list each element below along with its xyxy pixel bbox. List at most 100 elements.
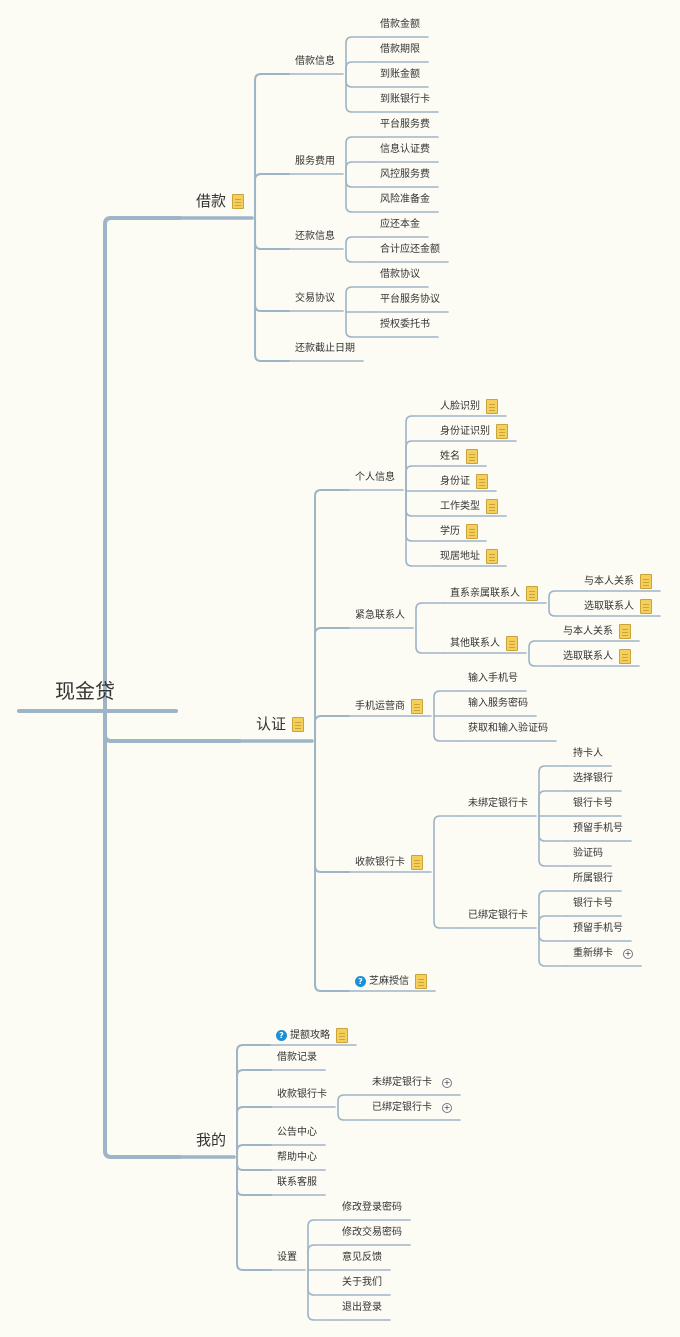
note-icon[interactable] [619,624,631,639]
note-icon[interactable] [476,474,488,489]
subtopic[interactable]: 还款截止日期 [295,344,355,355]
note-icon[interactable] [619,649,631,664]
subtopic[interactable]: 直系亲属联系人 [450,586,538,601]
note-icon[interactable] [526,586,538,601]
subtopic[interactable]: 交易协议 [295,294,335,305]
note-icon[interactable] [292,717,305,732]
help-icon[interactable]: ? [355,976,366,987]
subtopic[interactable]: 还款信息 [295,232,335,243]
subtopic[interactable]: 设置 [277,1253,297,1264]
subtopic[interactable]: 修改交易密码 [342,1228,402,1239]
subtopic[interactable]: 姓名 [440,449,478,464]
subtopic[interactable]: 现居地址 [440,549,498,564]
connector-line [236,1156,272,1271]
note-icon[interactable] [415,974,427,989]
subtopic[interactable]: 收款银行卡 [277,1090,327,1101]
expand-icon[interactable]: + [442,1103,452,1113]
subtopic[interactable]: 到账银行卡 [380,95,430,106]
note-icon[interactable] [336,1028,348,1043]
subtopic[interactable]: 所属银行 [573,874,613,885]
subtopic[interactable]: 获取和输入验证码 [468,724,548,735]
subtopic[interactable]: 借款记录 [277,1053,317,1064]
subtopic[interactable]: 身份证识别 [440,424,508,439]
subtopic[interactable]: 授权委托书 [380,320,430,331]
subtopic[interactable]: 借款协议 [380,270,420,281]
connector-line [538,927,568,967]
subtopic[interactable]: 服务费用 [295,157,335,168]
subtopic[interactable]: 已绑定银行卡+ [372,1103,452,1114]
subtopic[interactable]: 平台服务费 [380,120,430,131]
subtopic[interactable]: 帮助中心 [277,1153,317,1164]
subtopic[interactable]: 关于我们 [342,1278,382,1289]
main-topic[interactable]: 我的 [196,1133,226,1148]
note-icon[interactable] [640,599,652,614]
topic-label: 选取联系人 [584,600,634,612]
subtopic[interactable]: 选取联系人 [563,649,631,664]
subtopic[interactable]: 输入服务密码 [468,699,528,710]
subtopic[interactable]: 公告中心 [277,1128,317,1139]
subtopic[interactable]: 预留手机号 [573,924,623,935]
subtopic[interactable]: 借款金额 [380,20,420,31]
subtopic[interactable]: 银行卡号 [573,799,613,810]
help-icon[interactable]: ? [276,1030,287,1041]
subtopic[interactable]: 借款期限 [380,45,420,56]
note-icon[interactable] [466,449,478,464]
note-icon[interactable] [496,424,508,439]
subtopic[interactable]: 学历 [440,524,478,539]
subtopic[interactable]: 已绑定银行卡 [468,911,528,922]
connector-line [345,310,375,338]
note-icon[interactable] [232,194,245,209]
subtopic[interactable]: 与本人关系 [563,624,631,639]
topic-label: 信息认证费 [380,144,430,155]
subtopic[interactable]: 合计应还金额 [380,245,440,256]
subtopic[interactable]: 输入手机号 [468,674,518,685]
subtopic[interactable]: 紧急联系人 [355,611,405,622]
note-icon[interactable] [411,855,423,870]
root-topic[interactable]: 现金贷 [55,679,115,701]
subtopic[interactable]: 选择银行 [573,774,613,785]
expand-icon[interactable]: + [442,1078,452,1088]
subtopic[interactable]: 借款信息 [295,57,335,68]
note-icon[interactable] [486,499,498,514]
subtopic[interactable]: 信息认证费 [380,145,430,156]
subtopic[interactable]: 收款银行卡 [355,855,423,870]
subtopic[interactable]: 其他联系人 [450,636,518,651]
subtopic[interactable]: 选取联系人 [584,599,652,614]
subtopic[interactable]: 手机运营商 [355,699,423,714]
note-icon[interactable] [411,699,423,714]
note-icon[interactable] [486,549,498,564]
note-icon[interactable] [486,399,498,414]
subtopic[interactable]: 验证码 [573,849,603,860]
main-topic[interactable]: 借款 [196,194,245,209]
expand-icon[interactable]: + [623,949,633,959]
subtopic[interactable]: 到账金额 [380,70,420,81]
connector-line [103,216,182,713]
subtopic[interactable]: 与本人关系 [584,574,652,589]
subtopic[interactable]: 重新绑卡+ [573,949,633,960]
subtopic[interactable]: 风控服务费 [380,170,430,181]
subtopic[interactable]: 风险准备金 [380,195,430,206]
subtopic[interactable]: 工作类型 [440,499,498,514]
subtopic[interactable]: 未绑定银行卡+ [372,1078,452,1089]
topic-label: 退出登录 [342,1302,382,1313]
main-topic[interactable]: 认证 [256,717,305,732]
subtopic[interactable]: 联系客服 [277,1178,317,1189]
subtopic[interactable]: 身份证 [440,474,488,489]
subtopic[interactable]: 修改登录密码 [342,1203,402,1214]
subtopic[interactable]: 平台服务协议 [380,295,440,306]
subtopic[interactable]: ?芝麻授信 [355,974,427,989]
subtopic[interactable]: 未绑定银行卡 [468,799,528,810]
subtopic[interactable]: 应还本金 [380,220,420,231]
note-icon[interactable] [506,636,518,651]
subtopic[interactable]: 退出登录 [342,1303,382,1314]
subtopic[interactable]: 预留手机号 [573,824,623,835]
connector-line [405,489,435,517]
note-icon[interactable] [640,574,652,589]
subtopic[interactable]: 银行卡号 [573,899,613,910]
subtopic[interactable]: 持卡人 [573,749,603,760]
subtopic[interactable]: ?提额攻略 [276,1028,348,1043]
note-icon[interactable] [466,524,478,539]
subtopic[interactable]: 个人信息 [355,473,395,484]
subtopic[interactable]: 人脸识别 [440,399,498,414]
subtopic[interactable]: 意见反馈 [342,1253,382,1264]
